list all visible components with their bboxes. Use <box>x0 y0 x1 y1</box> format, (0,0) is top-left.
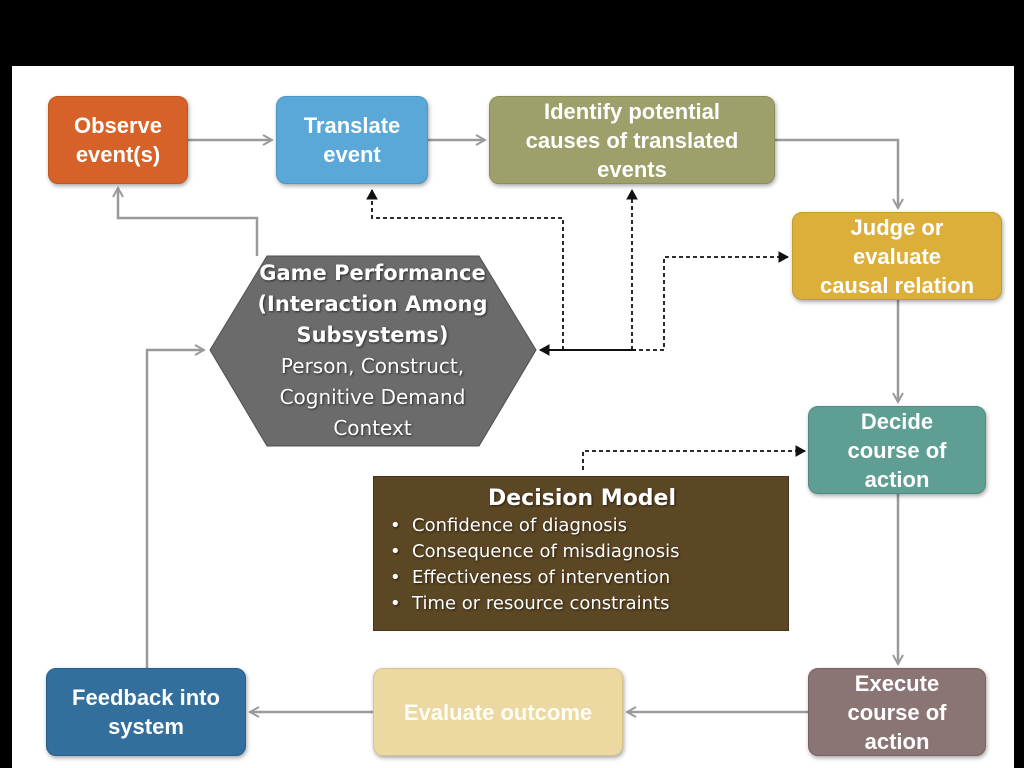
decision-model-title: Decision Model <box>487 486 677 511</box>
bullet-icon: • <box>390 567 401 588</box>
game-performance-body: Person, Construct, Cognitive Demand Cont… <box>279 354 466 440</box>
decision-model-item: • Effectiveness of intervention <box>390 565 778 591</box>
game-performance-text: Game Performance (Interaction Among Subs… <box>230 258 515 446</box>
decision-model-list: • Confidence of diagnosis • Consequence of… <box>386 513 778 617</box>
translate-event-box: Translate event <box>276 96 428 184</box>
decision-model-item: • Consequence of misdiagnosis <box>390 539 778 565</box>
judge-causal-box: Judge or evaluate causal relation <box>792 212 1002 300</box>
decision-model-item-text: Confidence of diagnosis <box>412 515 628 536</box>
game-performance-title: Game Performance (Interaction Among Subs… <box>257 261 488 347</box>
decision-model-item-text: Effectiveness of intervention <box>412 567 671 588</box>
bullet-icon: • <box>390 593 401 614</box>
decision-model-item: • Time or resource constraints <box>390 591 778 617</box>
decision-model-item-text: Time or resource constraints <box>412 593 670 614</box>
observe-events-box: Observe event(s) <box>48 96 188 184</box>
decision-model-box: Decision Model • Confidence of diagnosis … <box>373 476 789 631</box>
bullet-icon: • <box>390 515 401 536</box>
bullet-icon: • <box>390 541 401 562</box>
identify-causes-box: Identify potential causes of translated … <box>489 96 775 184</box>
decision-model-item-text: Consequence of misdiagnosis <box>412 541 680 562</box>
execute-action-box: Execute course of action <box>808 668 986 756</box>
feedback-system-box: Feedback into system <box>46 668 246 756</box>
decide-action-box: Decide course of action <box>808 406 986 494</box>
decision-model-item: • Confidence of diagnosis <box>390 513 778 539</box>
evaluate-outcome-box: Evaluate outcome <box>373 668 623 756</box>
